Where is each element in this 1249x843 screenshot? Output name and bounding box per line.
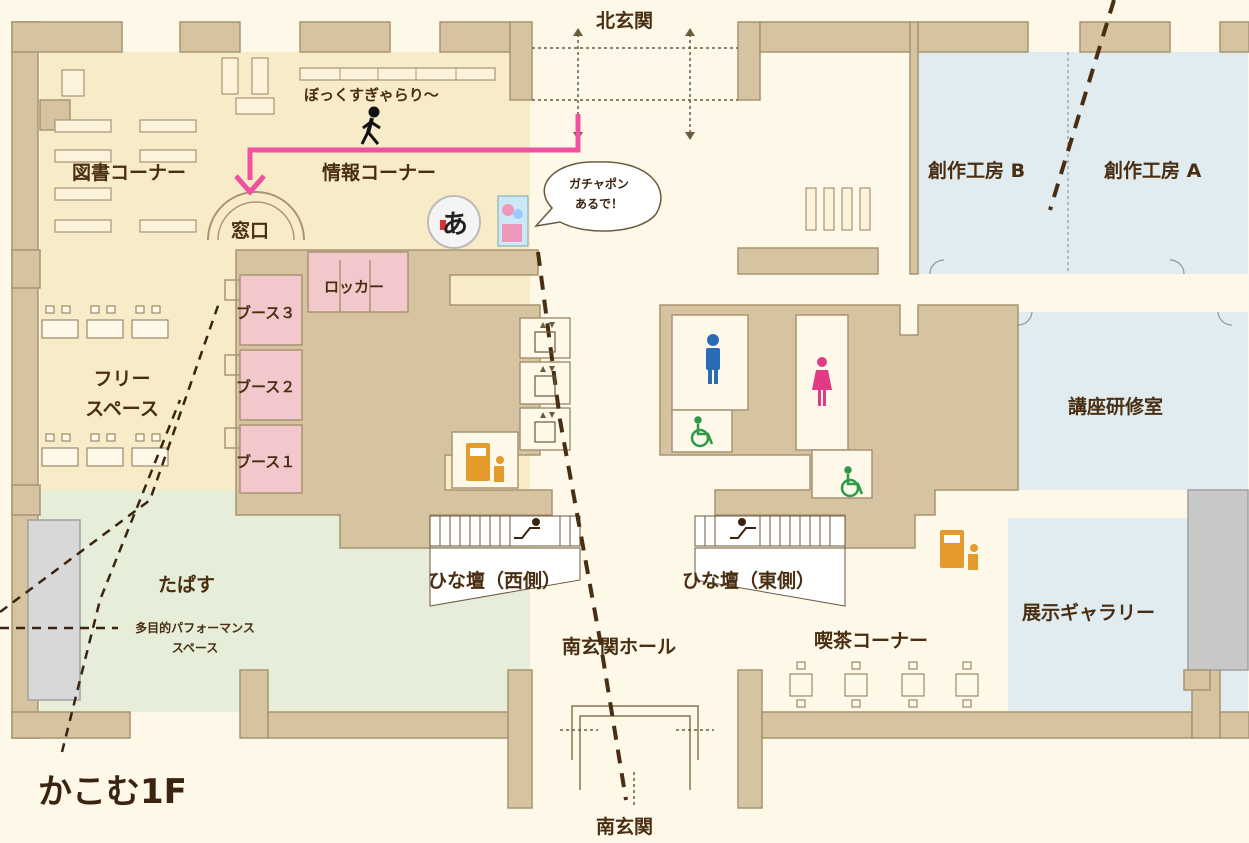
logo-badge [427, 195, 481, 249]
map-title: かこむ1F [38, 772, 187, 812]
book-gallery-label: ぼっくすぎゃらり〜 [304, 86, 439, 104]
logo-char: あ [442, 210, 469, 240]
hina-dan-west-label: ひな壇（西側） [428, 570, 562, 592]
library-corner-label: 図書コーナー [72, 162, 187, 184]
booth-3-label: ブース３ [236, 304, 296, 322]
locker-label: ロッカー [324, 278, 385, 296]
booths [239, 251, 409, 494]
north-entrance-label: 北玄関 [596, 10, 654, 32]
gachapon-bubble-text: ガチャポン あるで！ [569, 177, 629, 211]
guide-lines [536, 0, 1116, 801]
escalator-icon [514, 518, 756, 539]
hina-dan-east [694, 515, 846, 607]
studio-area [918, 52, 1248, 274]
cafe-tables [789, 661, 979, 708]
hina-dan-east-label: ひな壇（東側） [682, 570, 816, 592]
wheelchair-icon [690, 416, 864, 498]
walls [11, 21, 1249, 809]
female-toilet-icon [812, 357, 832, 406]
route-arrowhead [234, 174, 266, 196]
south-door-arrows [560, 729, 714, 806]
tapasu-subtitle: 多目的パフォーマンス スペース [135, 621, 255, 655]
hina-dan-west [429, 515, 581, 607]
studio-b-label: 創作工房 B [928, 160, 1026, 182]
window-counter-label: 窓口 [231, 220, 270, 242]
lecture-room-label: 講座研修室 [1068, 396, 1164, 418]
south-hall-label: 南玄関ホール [562, 636, 677, 658]
gachapon-machine-icon [497, 195, 529, 247]
booth-1-label: ブース１ [236, 453, 296, 471]
vending-machine-icon [466, 443, 978, 570]
speech-bubble [534, 161, 662, 232]
window-counter-arc [207, 191, 305, 241]
free-space-tables [41, 305, 169, 467]
male-toilet-icon [706, 334, 720, 384]
exhibition-gallery-label: 展示ギャラリー [1022, 602, 1156, 624]
free-space-label: フリー スペース [85, 368, 159, 420]
bookshelves [54, 57, 871, 233]
info-corner-label: 情報コーナー [322, 162, 437, 184]
lecture-room-area [1018, 312, 1248, 490]
studio-a-label: 創作工房 A [1104, 160, 1202, 182]
cafe-corner-label: 喫茶コーナー [814, 630, 929, 652]
south-entrance-label: 南玄関 [596, 816, 654, 838]
route-line [247, 114, 581, 180]
walking-person-icon [360, 106, 381, 145]
elevator-icon [534, 331, 556, 443]
booth-2-label: ブース２ [236, 378, 296, 396]
tapasu-label: たぱす [158, 574, 216, 596]
